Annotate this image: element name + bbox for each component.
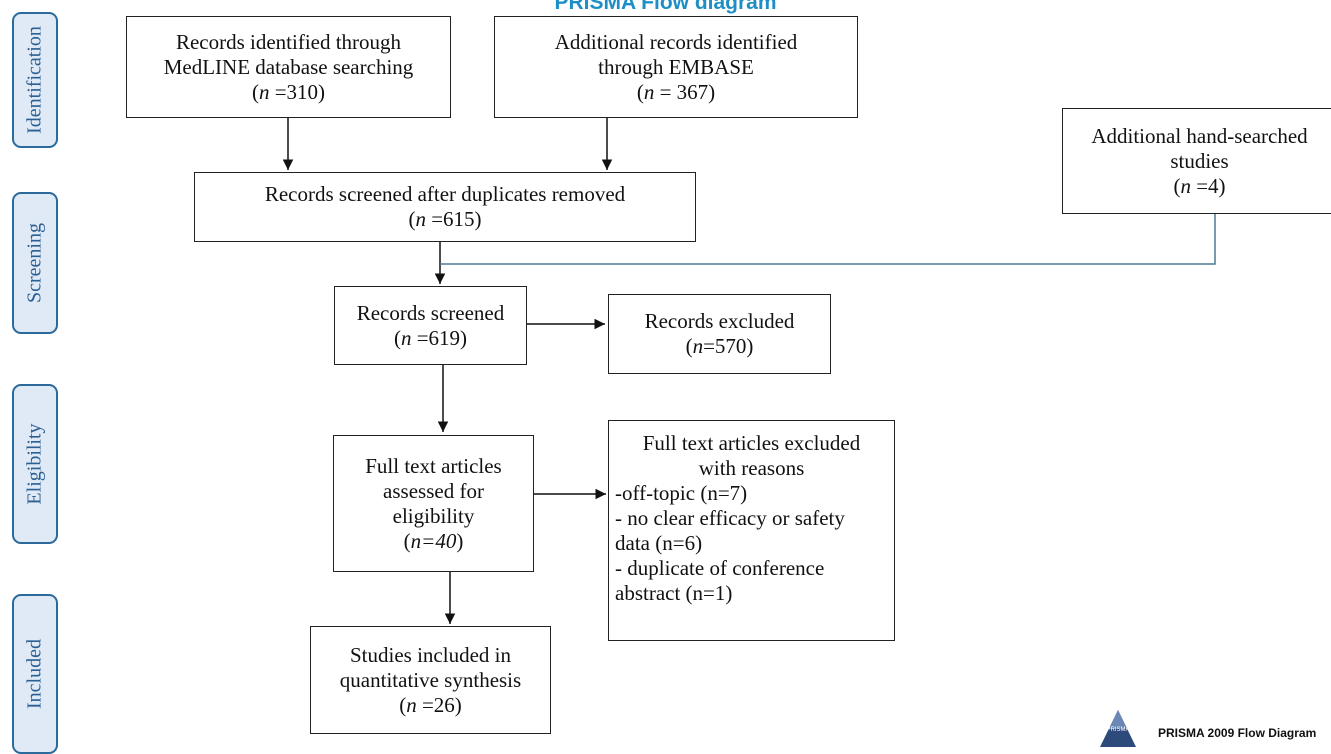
box-text: Records screened	[356, 300, 505, 325]
box-duplicates-removed: Records screened after duplicates remove…	[194, 172, 696, 242]
box-count: (n =26)	[399, 692, 462, 717]
stage-identification: Identification	[12, 12, 58, 148]
box-text: Studies included in	[350, 642, 511, 667]
box-fulltext-assessed: Full text articles assessed for eligibil…	[333, 435, 534, 572]
box-text: Additional records identified	[554, 29, 798, 54]
prisma-logo-icon: PRISMA	[1097, 707, 1139, 749]
box-text: Records screened after duplicates remove…	[264, 182, 626, 206]
stage-eligibility: Eligibility	[12, 384, 58, 544]
box-text: Full text articles	[365, 453, 502, 478]
box-count: (n =4)	[1173, 173, 1226, 198]
box-count: (n =619)	[393, 325, 468, 350]
exclusion-reason: - duplicate of conference	[615, 556, 825, 580]
box-hand-searched: Additional hand-searched studies (n =4)	[1062, 108, 1331, 214]
box-count: (n=40)	[403, 528, 464, 553]
exclusion-reason: -off-topic (n=7)	[615, 481, 748, 505]
box-medline-records: Records identified through MedLINE datab…	[126, 16, 451, 118]
box-fulltext-excluded: Full text articles excluded with reasons…	[608, 420, 895, 641]
box-text: assessed for	[383, 478, 484, 503]
diagram-title: PRISMA Flow diagram	[554, 0, 777, 14]
box-records-screened: Records screened (n =619)	[334, 286, 527, 365]
box-count: (n = 367)	[636, 79, 716, 104]
exclusion-reason: abstract (n=1)	[615, 581, 733, 605]
box-text: quantitative synthesis	[339, 667, 522, 692]
svg-text:PRISMA: PRISMA	[1106, 727, 1129, 733]
box-text: eligibility	[392, 503, 475, 528]
box-embase-records: Additional records identified through EM…	[494, 16, 858, 118]
box-count: (n =310)	[251, 79, 326, 104]
exclusion-reason: - no clear efficacy or safety	[615, 506, 845, 530]
box-text: Additional hand-searched	[1091, 123, 1308, 148]
box-text: MedLINE database searching	[163, 54, 414, 79]
box-text: Records excluded	[644, 309, 795, 333]
exclusion-reason: data (n=6)	[615, 531, 703, 555]
box-text: Full text articles excluded	[642, 431, 861, 455]
box-records-excluded: Records excluded (n=570)	[608, 294, 831, 374]
box-text: Records identified through	[175, 29, 402, 54]
box-studies-included: Studies included in quantitative synthes…	[310, 626, 551, 734]
stage-included: Included	[12, 594, 58, 754]
connector-hand-to-screened	[440, 214, 1216, 265]
box-text: with reasons	[698, 456, 805, 480]
box-count: (n =615)	[408, 207, 482, 231]
box-text: through EMBASE	[598, 54, 754, 79]
box-text: studies	[1170, 148, 1229, 173]
box-count: (n=570)	[685, 334, 754, 358]
footer-label: PRISMA 2009 Flow Diagram	[1158, 726, 1317, 740]
stage-screening: Screening	[12, 192, 58, 334]
